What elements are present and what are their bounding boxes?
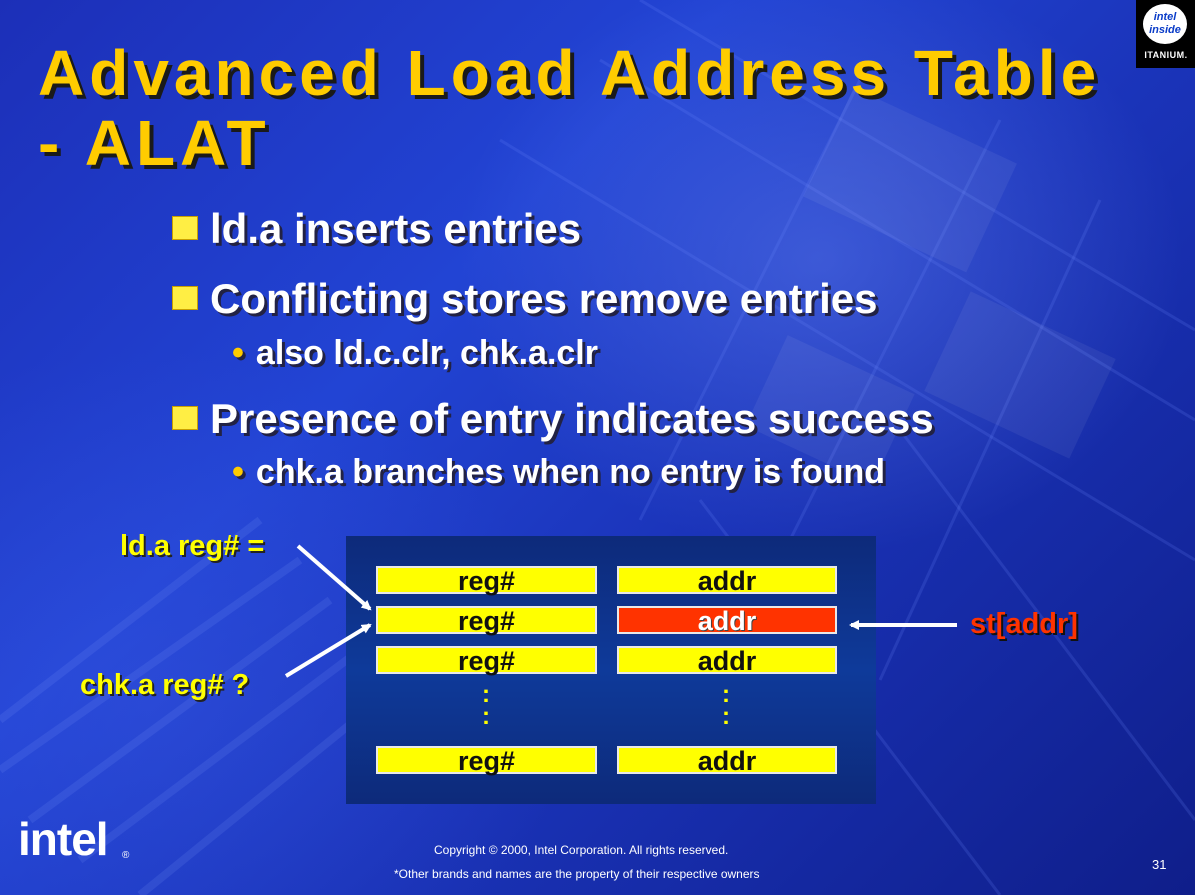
itanium-label: ITANIUM. xyxy=(1144,50,1188,60)
sub-bullet-chk-a: • chk.a branches when no entry is found xyxy=(232,453,885,492)
bullet-ld-a: ld.a inserts entries xyxy=(172,205,581,253)
ellipsis-dot: : xyxy=(722,703,730,730)
chk-a-label: chk.a reg# ? xyxy=(80,669,250,701)
bullet-text: Presence of entry indicates success xyxy=(210,395,934,442)
ellipsis-dots: : : xyxy=(722,681,730,730)
square-bullet-icon xyxy=(172,405,198,430)
sub-bullet-text: chk.a branches when no entry is found xyxy=(255,453,886,491)
slide-title-line2: - ALAT xyxy=(38,107,271,179)
bullet-text: Conflicting stores remove entries xyxy=(210,275,878,322)
page-number: 31 xyxy=(1152,857,1167,872)
alat-addr-cell: addr xyxy=(617,646,837,675)
square-bullet-icon xyxy=(172,215,198,240)
alat-addr-cell: addr xyxy=(617,566,837,595)
disclaimer-text: *Other brands and names are the property… xyxy=(394,867,760,881)
intel-inside-badge: intel inside xyxy=(1143,4,1187,44)
sub-bullet-also: • also ld.c.clr, chk.a.clr xyxy=(232,334,598,373)
ellipsis-dot: : xyxy=(482,703,490,730)
ellipsis-dot: : xyxy=(722,681,730,708)
ld-a-label: ld.a reg# = xyxy=(120,530,265,562)
dot-bullet-icon: • xyxy=(232,334,244,372)
bullet-conflicting-stores: Conflicting stores remove entries xyxy=(172,275,878,323)
alat-reg-cell: reg# xyxy=(376,646,597,675)
alat-addr-cell-highlighted: addr xyxy=(617,606,837,635)
copyright-text: Copyright © 2000, Intel Corporation. All… xyxy=(434,843,729,857)
alat-addr-cell: addr xyxy=(617,746,837,775)
alat-reg-cell: reg# xyxy=(376,606,597,635)
alat-reg-cell: reg# xyxy=(376,746,597,775)
intel-registered-mark: ® xyxy=(122,850,130,861)
ellipsis-dots: : : xyxy=(482,681,490,730)
chk-arrow xyxy=(284,623,372,678)
slide-title-line1: Advanced Load Address Table xyxy=(38,37,1102,109)
bullet-presence: Presence of entry indicates success xyxy=(172,395,934,443)
ellipsis-dot: : xyxy=(482,681,490,708)
ld-arrow xyxy=(296,544,372,611)
sub-bullet-text: also ld.c.clr, chk.a.clr xyxy=(255,334,598,372)
bullet-text: ld.a inserts entries xyxy=(210,205,582,252)
badge-line1: intel xyxy=(1153,11,1177,23)
square-bullet-icon xyxy=(172,285,198,310)
store-label: st[addr] xyxy=(970,608,1078,640)
dot-bullet-icon: • xyxy=(232,453,244,491)
alat-reg-cell: reg# xyxy=(376,566,597,595)
intel-logo: intel xyxy=(18,813,109,865)
badge-line2: inside xyxy=(1149,24,1181,36)
